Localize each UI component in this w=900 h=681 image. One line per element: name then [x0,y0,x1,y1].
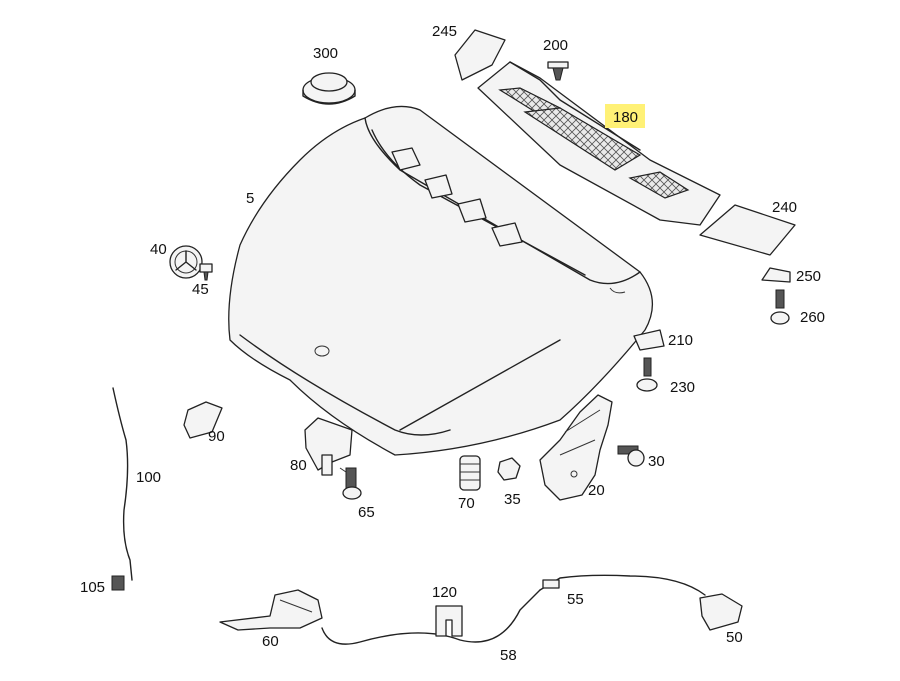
release-cable-part-58[interactable] [321,589,541,645]
label-35: 35 [504,491,521,508]
label-65: 65 [358,504,375,521]
label-60: 60 [262,633,279,650]
label-5: 5 [246,190,254,207]
bracket-part-80[interactable] [304,417,353,476]
label-50: 50 [726,629,743,646]
bolt-part-30[interactable] [617,445,645,467]
nut-part-35[interactable] [497,457,521,481]
clip-part-210[interactable] [633,329,665,351]
grommet-part-105[interactable] [111,575,125,591]
clamp-part-120[interactable] [435,605,463,637]
label-240: 240 [772,199,797,216]
label-200: 200 [543,37,568,54]
label-105: 105 [80,579,105,596]
bolt-part-260[interactable] [770,289,790,325]
label-250: 250 [796,268,821,285]
buffer-part-70[interactable] [459,455,481,491]
leader-lines [339,467,347,473]
label-90: 90 [208,428,225,445]
clip-part-250[interactable] [761,267,791,283]
label-230: 230 [670,379,695,396]
label-180: 180 [613,109,638,126]
label-80: 80 [290,457,307,474]
label-300: 300 [313,45,338,62]
star-emblem-part-40[interactable] [169,245,203,279]
label-260: 260 [800,309,825,326]
label-70: 70 [458,495,475,512]
label-100: 100 [136,469,161,486]
label-245: 245 [432,23,457,40]
label-45: 45 [192,281,209,298]
label-58: 58 [500,647,517,664]
label-40: 40 [150,241,167,258]
clip-part-200[interactable] [547,61,569,81]
label-120: 120 [432,584,457,601]
label-210: 210 [668,332,693,349]
hood-part-5[interactable] [228,105,654,456]
release-handle-part-50[interactable] [699,593,743,631]
trim-part-240[interactable] [699,204,796,256]
plug-part-300[interactable] [302,72,356,105]
label-30: 30 [648,453,665,470]
highlight-180 [605,104,645,128]
bolt-part-230[interactable] [636,357,658,392]
trim-part-245[interactable] [454,29,506,81]
label-55: 55 [567,591,584,608]
vent-grille-part-180[interactable] [477,61,721,226]
latch-part-90[interactable] [183,401,223,439]
release-cable-part-55[interactable] [539,574,706,596]
screw-part-45[interactable] [199,263,213,281]
hood-lock-part-60[interactable] [219,589,323,631]
hinge-part-20[interactable] [539,394,613,501]
bolt-part-65[interactable] [342,467,362,500]
prop-rod-part-100[interactable] [112,387,133,581]
label-20: 20 [588,482,605,499]
